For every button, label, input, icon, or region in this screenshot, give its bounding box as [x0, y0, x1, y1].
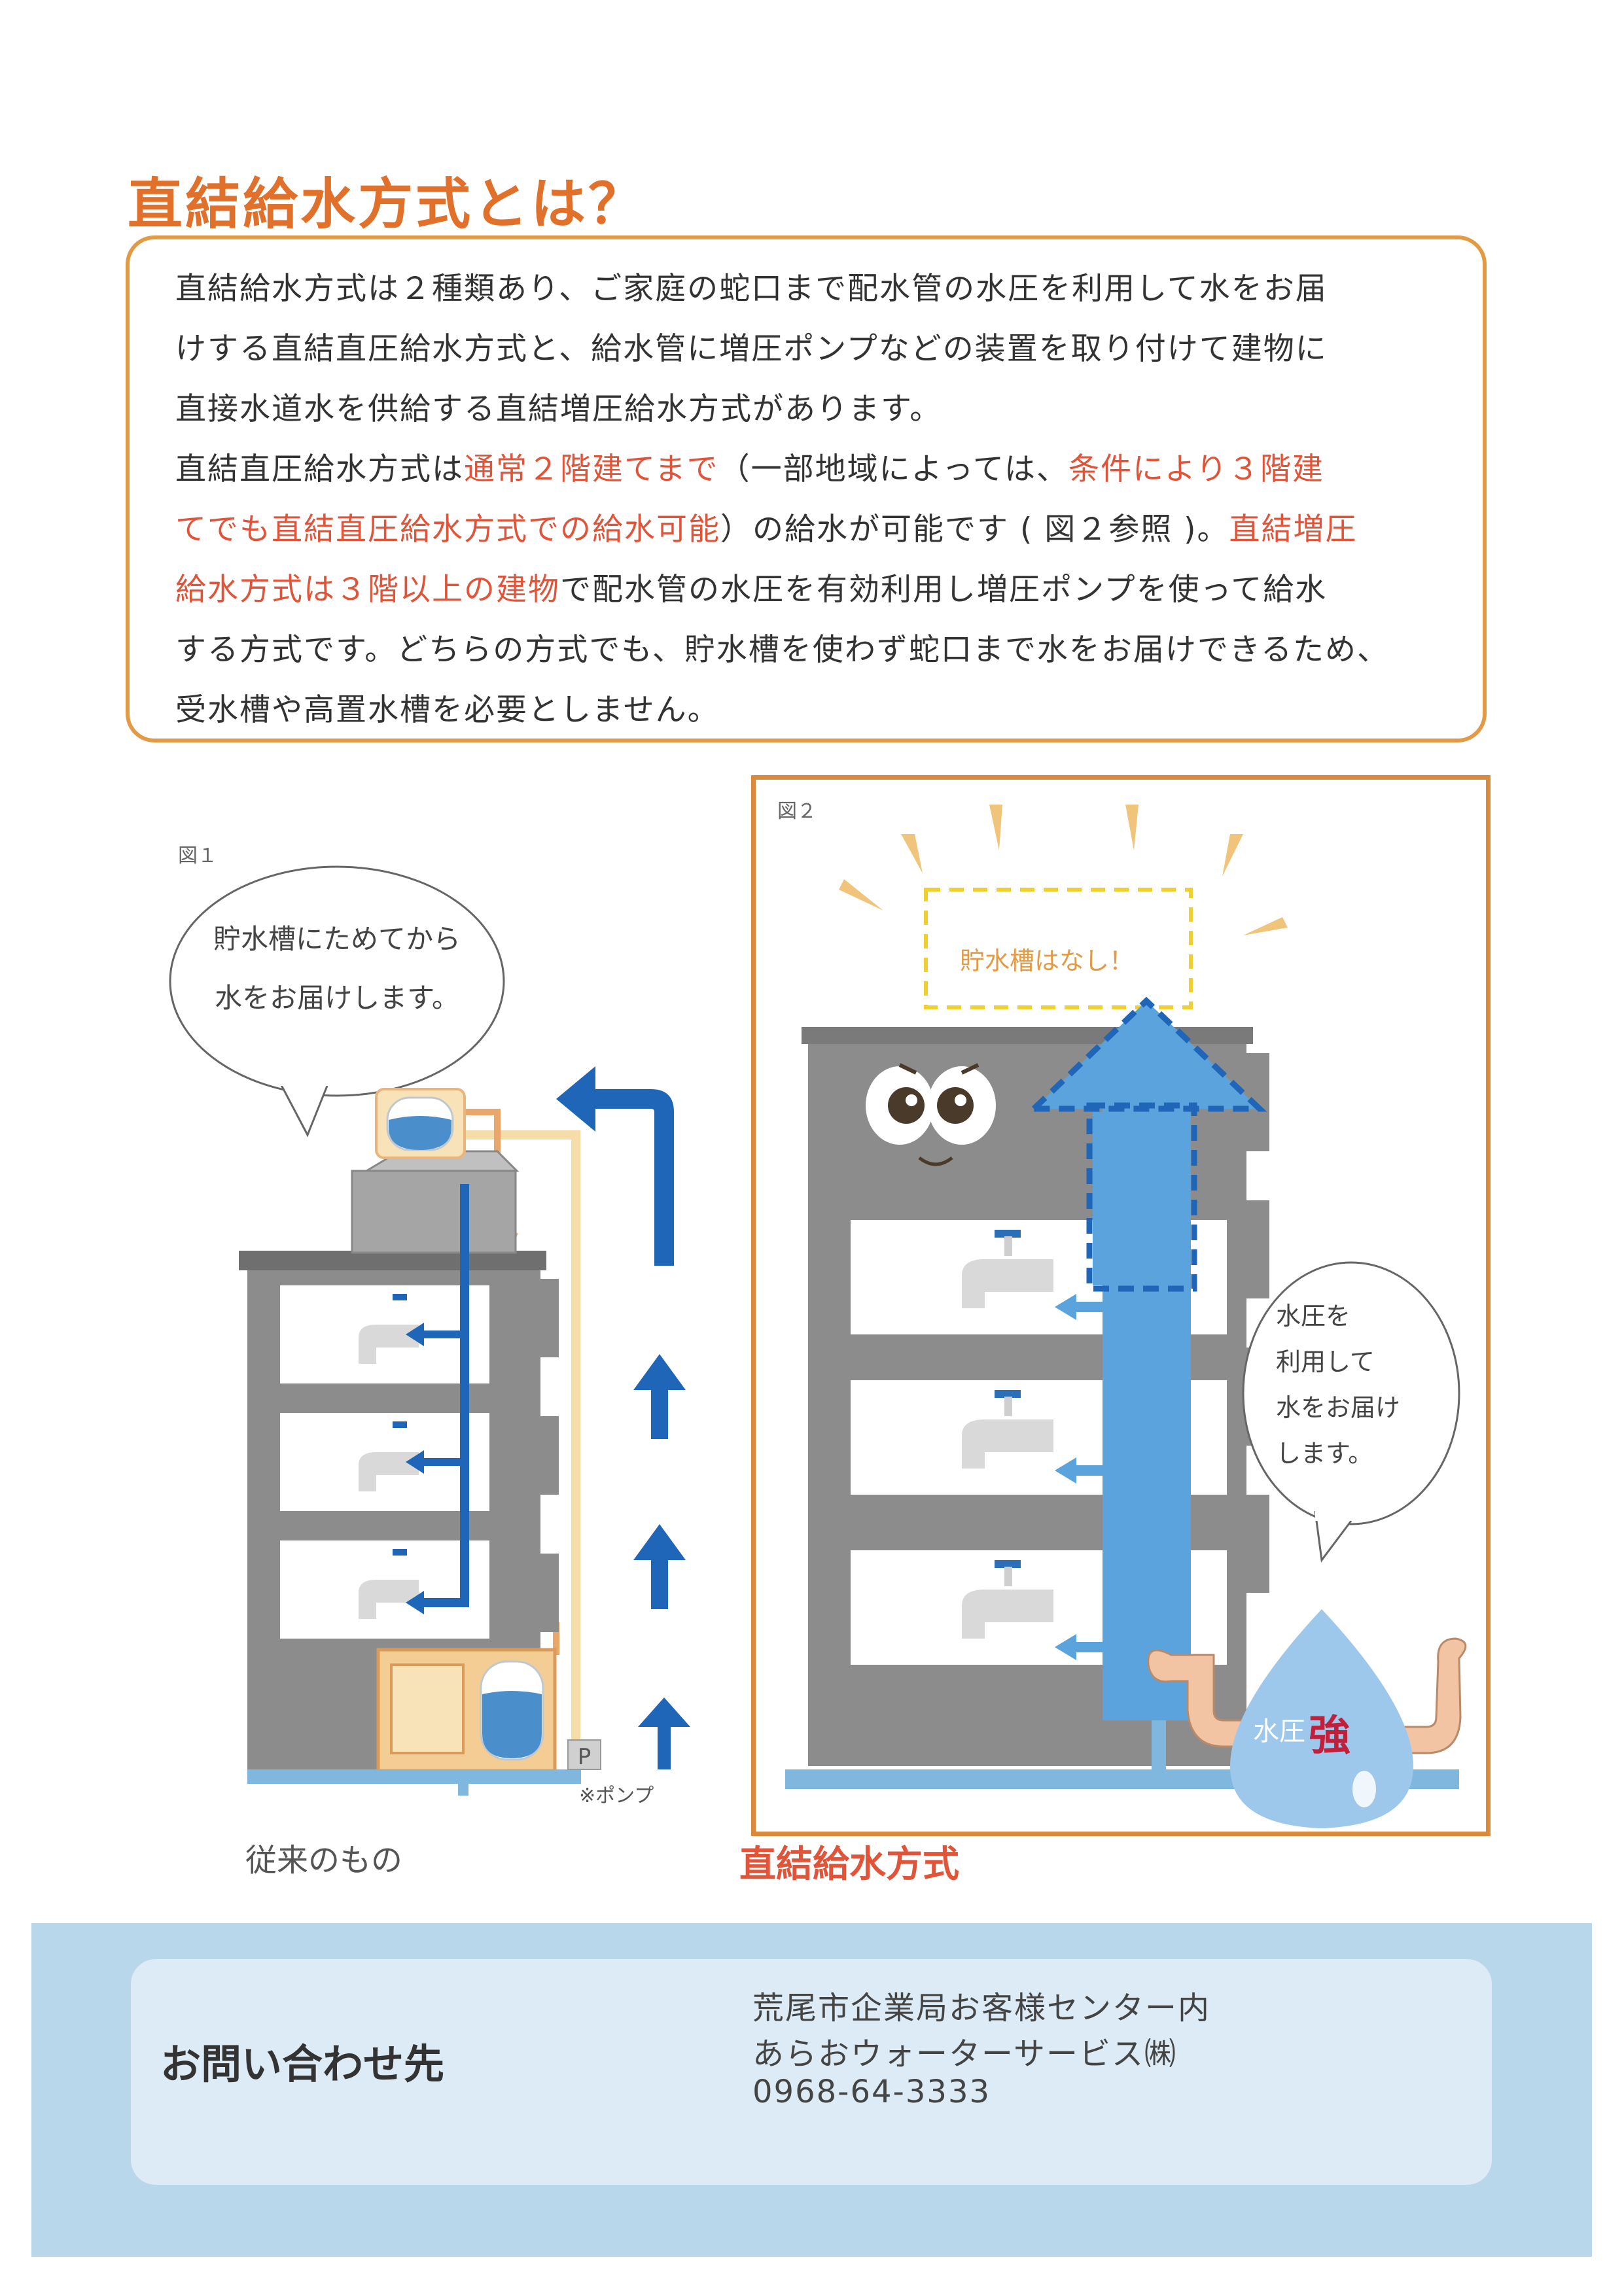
- intro-line: 給水方式は３階以上の建物で配水管の水圧を有効利用し増圧ポンプを使って給水: [175, 560, 1437, 620]
- arrow-turn-left-icon: [556, 1066, 674, 1266]
- intro-highlight: てでも直結直圧給水方式での給水可能: [175, 512, 720, 548]
- figure2-frame: [751, 775, 1491, 1836]
- faucet-icon: [962, 1230, 1053, 1308]
- intro-line: 直結直圧給水方式は通常２階建てまで（一部地域によっては、条件により３階建: [175, 440, 1437, 500]
- intro-line: けする直結直圧給水方式と、給水管に増圧ポンプなどの装置を取り付けて建物に: [175, 331, 1328, 367]
- intro-text-run: で配水管の水圧を有効利用し増圧ポンプを使って給水: [560, 572, 1328, 608]
- water-drop-mascot-icon: 水圧 強: [1147, 1609, 1467, 1828]
- intro-highlight: 条件により３階建: [1068, 451, 1325, 487]
- arrow-up-icon: [633, 1524, 686, 1609]
- contact-card: [131, 1959, 1492, 2185]
- intro-line: 受水槽や高置水槽を必要としません。: [175, 692, 720, 728]
- faucet-icon: [359, 1549, 419, 1619]
- drop-strong-text: 強: [1309, 1712, 1350, 1760]
- arrow-left-icon: [1055, 1294, 1103, 1320]
- intro-text-run: ）の給水が可能です ( 図２参照 )。: [720, 512, 1229, 548]
- intro-line: する方式です。どちらの方式でも、貯水槽を使わず蛇口まで水をお届けできるため、: [175, 632, 1389, 668]
- figure1-rooftop-tank: [351, 1088, 520, 1254]
- smiling-face-icon: [866, 1063, 996, 1166]
- intro-highlight: 通常２階建てまで: [464, 451, 719, 487]
- figure1-label: 図１: [178, 844, 217, 867]
- contact-phone: 0968-64-3333: [752, 2074, 991, 2110]
- figure2-bubble-text: 水をお届け: [1276, 1393, 1400, 1422]
- contact-heading: お問い合わせ先: [160, 2040, 445, 2088]
- arrow-left-icon: [1055, 1634, 1103, 1660]
- intro-box: 直結給水方式は２種類あり、ご家庭の蛇口まで配水管の水圧を利用して水をお届 けする…: [126, 235, 1487, 742]
- figure2-bubble-text: 水圧を: [1276, 1302, 1350, 1331]
- figure1-speech-bubble: 貯水槽にためてから 水をお届けします。: [169, 865, 505, 1138]
- arrow-left-icon: [1055, 1457, 1103, 1484]
- intro-text-run: （一部地域によっては、: [718, 451, 1068, 487]
- arrow-up-icon: [638, 1697, 690, 1769]
- arrow-up-icon: [633, 1354, 686, 1439]
- intro-text-run: 直結直圧給水方式は: [175, 451, 464, 487]
- figure1-supply-arrows: [406, 1184, 469, 1614]
- drop-text: 水圧: [1253, 1716, 1305, 1747]
- faucet-icon: [962, 1390, 1053, 1469]
- faucet-icon: [359, 1421, 419, 1491]
- page-title: 直結給水方式とは？: [128, 172, 646, 236]
- figure2-caption: 直結給水方式: [739, 1843, 959, 1886]
- figure2-speech-bubble: 水圧を 利用して 水をお届け します。: [1242, 1261, 1460, 1563]
- intro-highlight: 給水方式は３階以上の建物: [175, 572, 560, 608]
- pump-letter: P: [578, 1744, 591, 1770]
- intro-line: 直接水道水を供給する直結増圧給水方式があります。: [175, 391, 942, 427]
- missing-tank-outline: [924, 888, 1193, 1009]
- figure2-bubble-text: します。: [1276, 1439, 1373, 1468]
- figure1-bubble-text: 貯水槽にためてから: [213, 923, 461, 955]
- figure2-pressure-arrow: [1026, 996, 1267, 1720]
- figure1-caption: 従来のもの: [245, 1842, 402, 1879]
- figure2-label: 図２: [777, 800, 817, 823]
- pump-icon: P: [567, 1739, 601, 1770]
- contact-company: あらおウォーターサービス㈱: [752, 2036, 1178, 2072]
- contact-organization: 荒尾市企業局お客様センター内: [752, 1990, 1211, 2026]
- figure1-receiving-tank: [376, 1648, 557, 1773]
- figure1-bubble-text: 水をお届けします。: [215, 982, 459, 1014]
- faucet-icon: [962, 1560, 1053, 1639]
- diagrams: 図１ 貯水槽にためてから 水をお届けします。: [169, 800, 1467, 1879]
- intro-line: 直結給水方式は２種類あり、ご家庭の蛇口まで配水管の水圧を利用して水をお届: [175, 271, 1328, 307]
- intro-line: てでも直結直圧給水方式での給水可能）の給水が可能です ( 図２参照 )。直結増圧: [175, 500, 1437, 560]
- pump-note: ※ポンプ: [579, 1784, 654, 1807]
- figure2-bubble-text: 利用して: [1276, 1348, 1375, 1376]
- intro-text: 直結給水方式は２種類あり、ご家庭の蛇口まで配水管の水圧を利用して水をお届 けする…: [175, 259, 1437, 740]
- burst-rays: [839, 805, 1288, 935]
- faucet-icon: [359, 1294, 419, 1364]
- tank-note: 貯水槽はなし！: [960, 947, 1134, 975]
- figure1-ground-pipe: [247, 1769, 581, 1796]
- intro-highlight: 直結増圧: [1229, 512, 1358, 548]
